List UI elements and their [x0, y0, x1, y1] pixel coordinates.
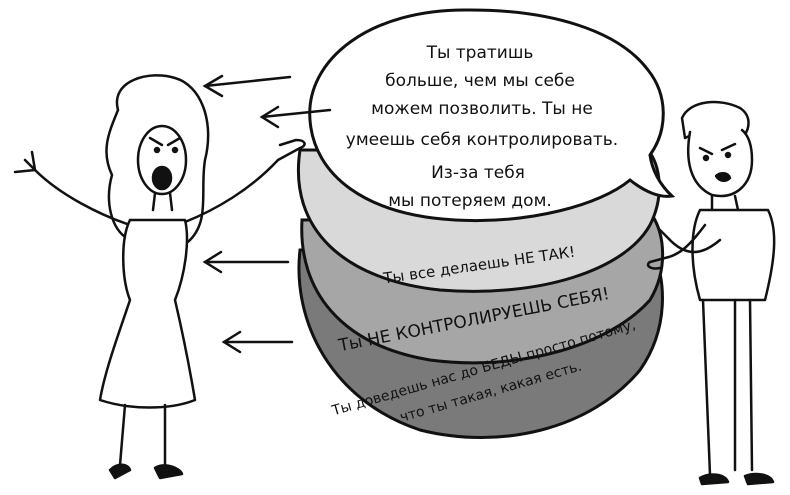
man-legs: [701, 298, 754, 477]
woman-mouth: [151, 165, 173, 191]
man-mouth: [714, 172, 732, 182]
bubble-line-1: Ты тратишь: [426, 43, 534, 63]
arrow-left-3: [202, 250, 290, 274]
woman-left-arm: [13, 150, 132, 227]
bubble-line-3: можем позволить. Ты не: [371, 99, 593, 119]
bubble-line-5: Из-за тебя: [431, 163, 525, 183]
woman-right-arm: [183, 138, 306, 224]
woman-shoes: [108, 463, 184, 480]
bubble-line-6: мы потеряем дом.: [388, 191, 552, 211]
arrow-left-2: [259, 105, 332, 129]
bubble-line-4: умеешь себя контролировать.: [346, 130, 618, 150]
man-head: [686, 128, 754, 198]
man-arms: [646, 223, 722, 270]
man-figure: [646, 100, 776, 486]
arrow-left-1: [202, 74, 292, 98]
man-torso: [691, 208, 776, 302]
woman-dress: [98, 218, 197, 409]
arrows: [202, 74, 332, 354]
bubble-line-2: больше, чем мы себе: [385, 71, 575, 91]
arrow-left-4: [221, 330, 294, 354]
man-shoes: [698, 472, 775, 486]
speech-stack: Ты тратишь больше, чем мы себе можем поз…: [297, 8, 676, 439]
woman-face: [136, 124, 188, 196]
speech-bubble: [308, 8, 676, 223]
woman-figure: [13, 74, 306, 480]
woman-legs: [118, 403, 167, 467]
